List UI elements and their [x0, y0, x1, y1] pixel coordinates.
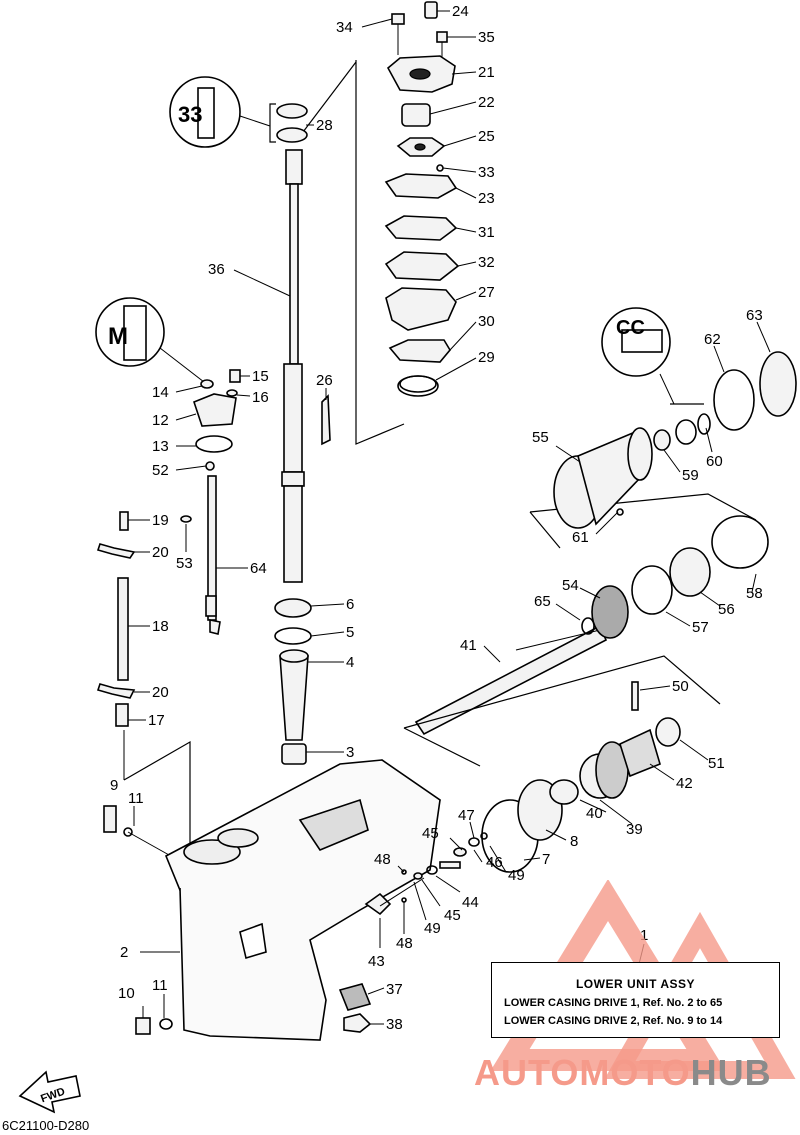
watermark-hub: HUB	[690, 1052, 772, 1093]
assy-line-drive2: LOWER CASING DRIVE 2, Ref. No. 9 to 14	[504, 1015, 723, 1027]
callout-number: 61	[572, 529, 589, 546]
callout-number: 55	[532, 429, 549, 446]
svg-text:CC: CC	[616, 317, 645, 339]
callout-number: 63	[746, 307, 763, 324]
callout-number: 45	[444, 907, 461, 924]
callout-number: 35	[478, 29, 495, 46]
callout-number: 20	[152, 684, 169, 701]
callout-number: 20	[152, 544, 169, 561]
callout-number: 30	[478, 313, 495, 330]
assy-line-drive1: LOWER CASING DRIVE 1, Ref. No. 2 to 65	[504, 997, 723, 1009]
callout-number: 57	[692, 619, 709, 636]
callout-number: 4	[346, 654, 354, 671]
watermark-auto: AUTOMOTO	[474, 1052, 691, 1093]
callout-number: 8	[570, 833, 578, 850]
callout-number: 32	[478, 254, 495, 271]
callout-number: 44	[462, 894, 479, 911]
callout-number: 36	[208, 261, 225, 278]
callout-number: 37	[386, 981, 403, 998]
callout-number: 49	[508, 867, 525, 884]
callout-number: 64	[250, 560, 267, 577]
callout-number: 60	[706, 453, 723, 470]
callout-number: 33	[478, 164, 495, 181]
callout-number: 17	[148, 712, 165, 729]
callout-number: 27	[478, 284, 495, 301]
callout-number: 1	[640, 927, 648, 944]
watermark-text: AUTOMOTOHUB	[474, 1052, 772, 1094]
water-pump-group	[384, 1, 460, 397]
callout-number: 3	[346, 744, 354, 761]
drawing-code: 6C21100-D280	[2, 1118, 90, 1133]
fwd-arrow-icon: FWD	[18, 1070, 81, 1114]
callout-number: 58	[746, 585, 763, 602]
callout-number: 31	[478, 224, 495, 241]
callout-number: 28	[316, 117, 333, 134]
callout-number: 52	[152, 462, 169, 479]
callout-number: 49	[424, 920, 441, 937]
callout-number: 65	[534, 593, 551, 610]
callout-number: 9	[110, 777, 118, 794]
callout-number: 5	[346, 624, 354, 641]
callout-labels: 24 34 35 21 22 25 33 23 31 32 27 30 29 2…	[110, 3, 763, 1033]
callout-number: 14	[152, 384, 169, 401]
callout-number: 48	[396, 935, 413, 952]
callout-number: 11	[128, 790, 144, 807]
callout-number: 40	[586, 805, 603, 822]
callout-number: 16	[252, 389, 269, 406]
callout-number: 48	[374, 851, 391, 868]
callout-number: 25	[478, 128, 495, 145]
callout-number: 24	[452, 3, 469, 20]
callout-number: 6	[346, 596, 354, 613]
callout-number: 2	[120, 944, 128, 961]
callout-number: 22	[478, 94, 495, 111]
callout-number: 41	[460, 637, 477, 654]
callout-number: 7	[542, 851, 550, 868]
callout-number: 39	[626, 821, 643, 838]
callout-number: 11	[152, 977, 168, 994]
callout-number: 56	[718, 601, 735, 618]
callout-number: 62	[704, 331, 721, 348]
svg-text:33: 33	[178, 102, 202, 127]
assy-title: LOWER UNIT ASSY	[575, 977, 696, 991]
lower-unit-assy-box: LOWER UNIT ASSY LOWER CASING DRIVE 1, Re…	[491, 962, 780, 1038]
callout-number: 43	[368, 953, 385, 970]
callout-number: 26	[316, 372, 333, 389]
callout-number: 10	[118, 985, 135, 1002]
callout-number: 23	[478, 190, 495, 207]
lower-casing	[164, 759, 441, 1041]
callout-number: 13	[152, 438, 169, 455]
callout-number: 19	[152, 512, 169, 529]
callout-number: 59	[682, 467, 699, 484]
callout-number: 47	[458, 807, 475, 824]
callout-number: 46	[486, 854, 503, 871]
callout-number: 21	[478, 64, 495, 81]
callout-number: 38	[386, 1016, 403, 1033]
callout-number: 51	[708, 755, 725, 772]
callout-number: 34	[336, 19, 353, 36]
callout-number: 18	[152, 618, 169, 635]
svg-text:M: M	[108, 323, 128, 350]
callout-number: 42	[676, 775, 693, 792]
callout-number: 53	[176, 555, 193, 572]
callout-number: 12	[152, 412, 169, 429]
callout-number: 50	[672, 678, 689, 695]
callout-number: 54	[562, 577, 579, 594]
callout-number: 29	[478, 349, 495, 366]
callout-number: 45	[422, 825, 439, 842]
callout-number: 15	[252, 368, 269, 385]
